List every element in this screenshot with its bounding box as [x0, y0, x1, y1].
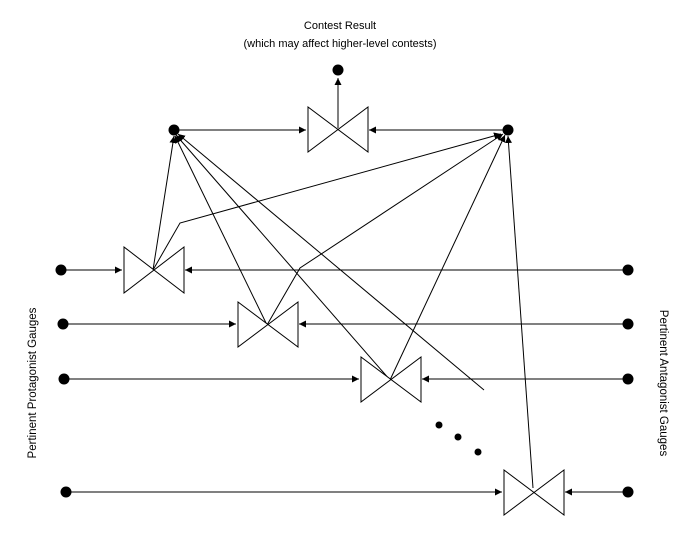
left-axis-label: Pertinent Protagonist Gauges	[27, 307, 39, 458]
protagonist-gauge-1	[55, 264, 67, 276]
ellipsis-dot	[474, 448, 482, 456]
protagonist-gauge-4	[60, 486, 72, 498]
protagonist-gauge-3	[58, 373, 70, 385]
right-axis-label: Pertinent Antagonist Gauges	[657, 310, 669, 457]
ellipsis-dot	[454, 433, 462, 441]
edge-c4-to-top-left	[177, 133, 485, 391]
ellipsis-dot	[435, 421, 443, 429]
edge-c3-to-top-left	[175, 134, 391, 381]
contest-2-bowtie	[237, 301, 299, 348]
edge-c1-to-top-left	[152, 135, 177, 271]
edge-c2-to-top-left	[174, 135, 268, 326]
protagonist-gauge-2	[57, 318, 69, 330]
top-left-node	[168, 124, 180, 136]
antagonist-gauge-2	[622, 318, 634, 330]
edge-c4-to-top-right	[505, 135, 534, 489]
antagonist-gauge-3	[622, 373, 634, 385]
edge-c1-to-top-right	[152, 132, 502, 271]
antagonist-gauge-4	[622, 486, 634, 498]
contest-1-bowtie	[123, 245, 185, 295]
edge-c2-to-top-right	[266, 133, 504, 326]
contest-4-bowtie	[503, 469, 565, 516]
top-contest-bowtie	[307, 106, 369, 153]
contest-3-bowtie	[360, 356, 422, 403]
diagram-title: Contest Result	[304, 20, 376, 32]
top-right-node	[502, 124, 514, 136]
antagonist-gauge-1	[622, 264, 634, 276]
result-node	[332, 64, 344, 76]
diagram-subtitle: (which may affect higher-level contests)	[244, 38, 437, 50]
edge-c3-to-top-right	[389, 134, 506, 381]
